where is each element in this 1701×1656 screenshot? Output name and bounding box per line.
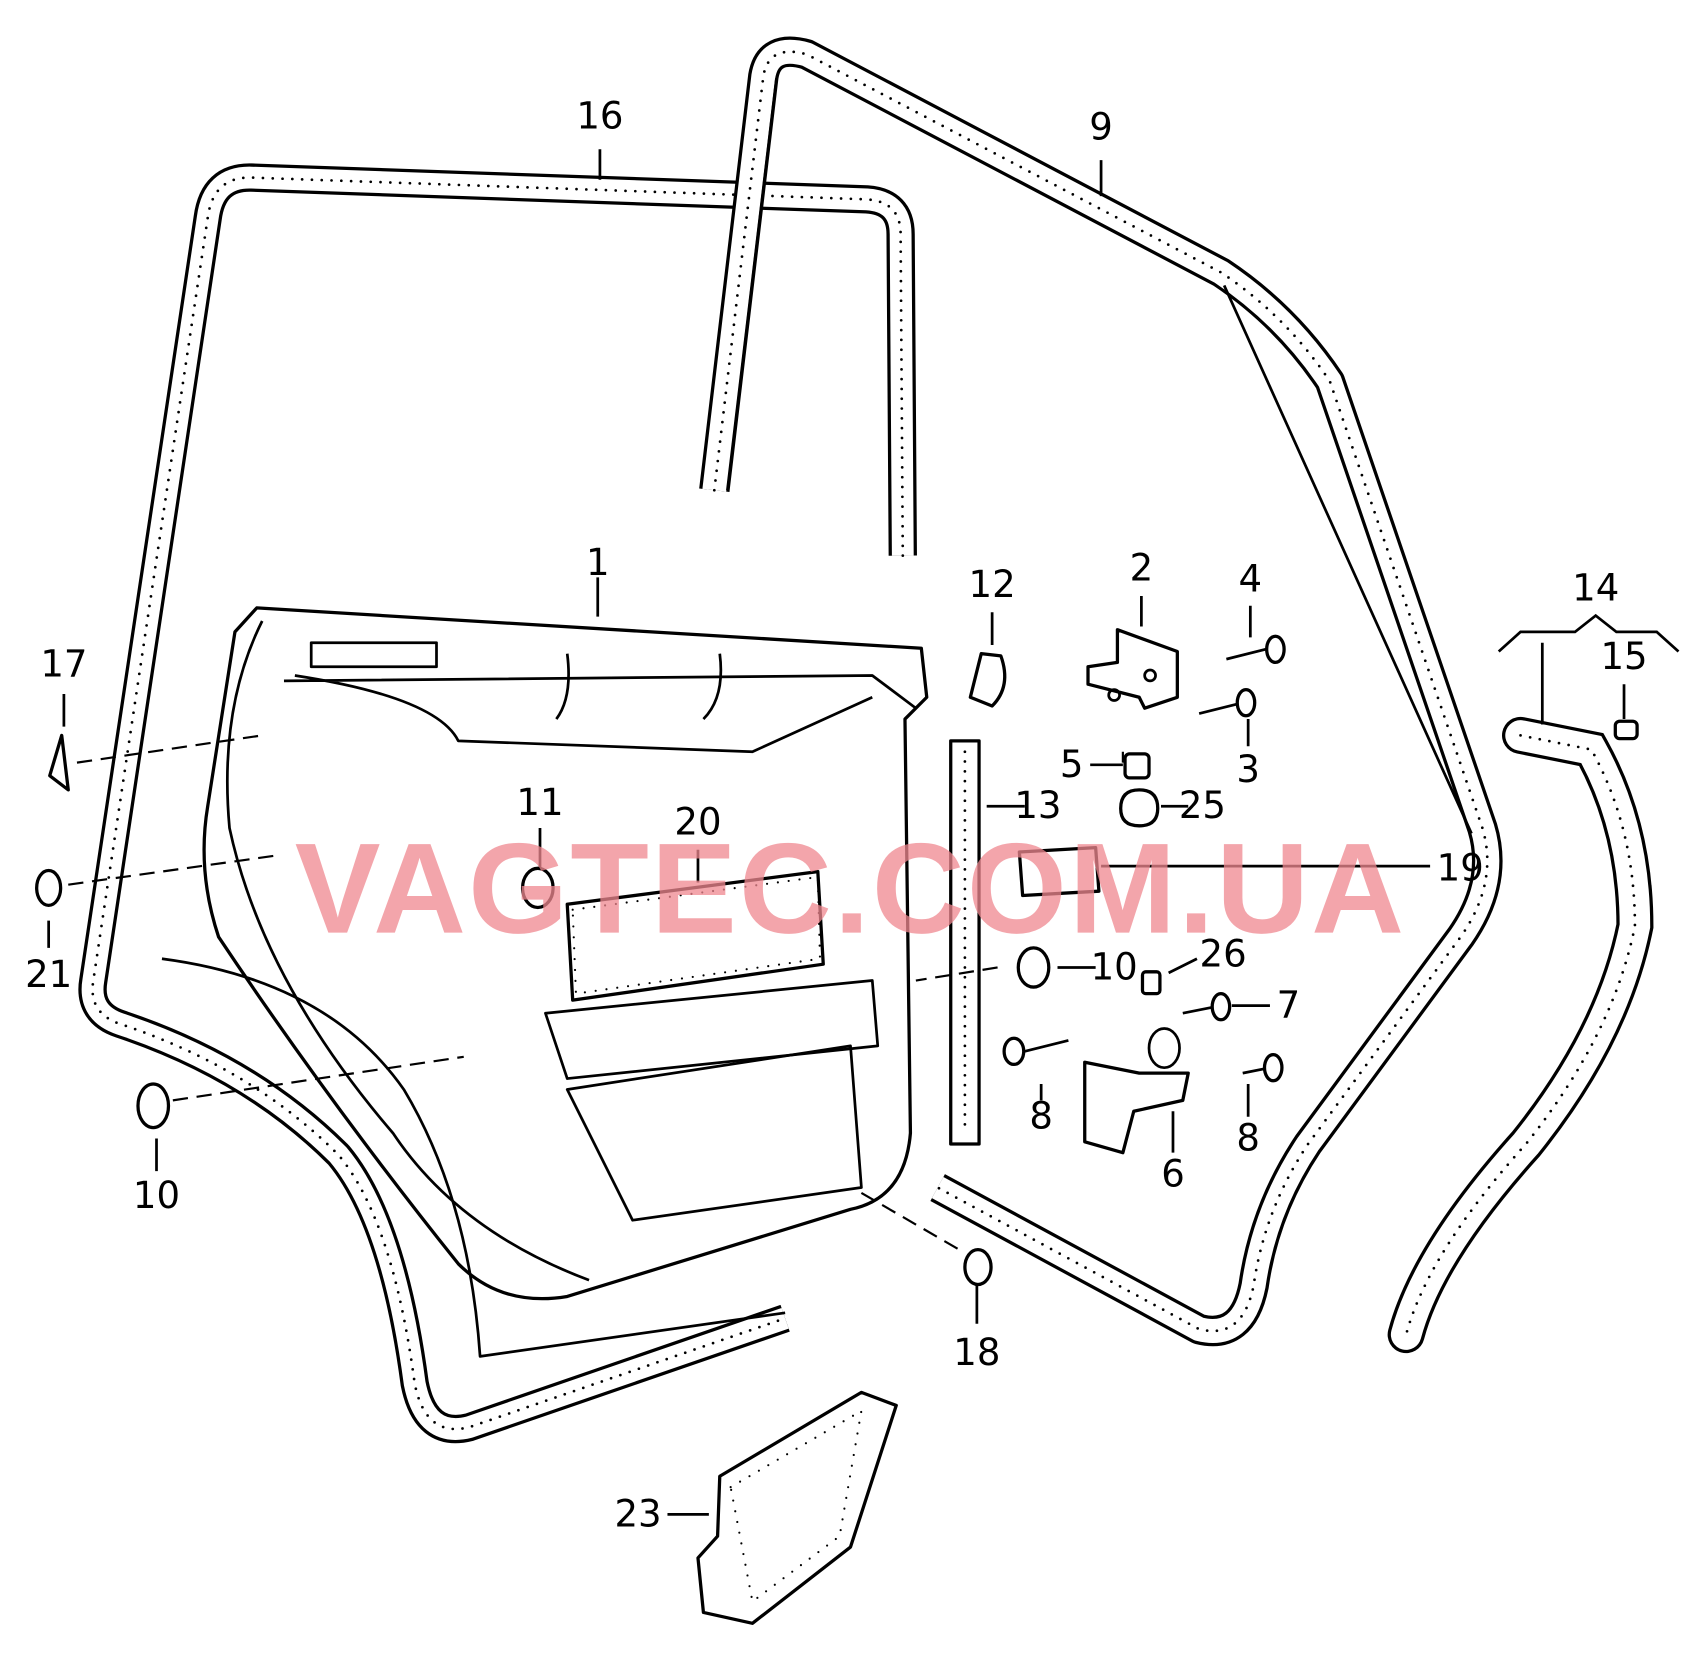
callout-1: 1	[586, 541, 610, 584]
bolts	[1002, 634, 1639, 1083]
callout-17: 17	[40, 643, 87, 686]
callout-10-right: 10	[1091, 945, 1138, 988]
callout-10-left: 10	[133, 1174, 180, 1217]
callout-26: 26	[1200, 932, 1247, 975]
callout-2: 2	[1130, 547, 1154, 590]
callout-labels: 16 9 1 12 2 4 14 17 15 5 3 13 25 11 20 1…	[25, 95, 1648, 1536]
callout-8-right: 8	[1236, 1116, 1260, 1159]
callout-11: 11	[516, 781, 563, 824]
seal-9-body-opening	[699, 36, 1503, 1347]
callout-3: 3	[1236, 748, 1260, 791]
callout-15: 15	[1600, 635, 1647, 678]
callout-7: 7	[1277, 984, 1301, 1027]
callout-20: 20	[674, 801, 721, 844]
callout-25: 25	[1179, 784, 1226, 827]
seal-14-wheel-arch	[1387, 716, 1654, 1354]
grommets-and-plugs	[35, 652, 1101, 1287]
door-shell-1	[161, 606, 929, 1358]
insulation-23	[696, 1390, 898, 1625]
callout-21: 21	[25, 953, 72, 996]
callout-9: 9	[1089, 105, 1113, 148]
callout-4: 4	[1239, 558, 1263, 601]
callout-18: 18	[953, 1331, 1000, 1374]
watermark: VAGTEC.COM.UA	[295, 818, 1406, 961]
seal-13-strip	[949, 739, 981, 1146]
callout-12: 12	[969, 563, 1016, 606]
callout-6: 6	[1161, 1152, 1185, 1195]
callout-13: 13	[1014, 784, 1061, 827]
callout-16: 16	[576, 95, 623, 138]
leader-lines	[47, 149, 1680, 1516]
callout-5: 5	[1060, 743, 1084, 786]
callout-23: 23	[614, 1492, 661, 1535]
callout-19: 19	[1437, 846, 1484, 889]
seal-16-door-frame	[78, 163, 917, 1444]
callout-14: 14	[1572, 566, 1619, 609]
hinge-upper-2	[1086, 628, 1179, 710]
trim-panel-20	[565, 869, 825, 1002]
callout-8-left: 8	[1029, 1095, 1053, 1138]
hinge-lower-6	[1083, 1027, 1190, 1155]
